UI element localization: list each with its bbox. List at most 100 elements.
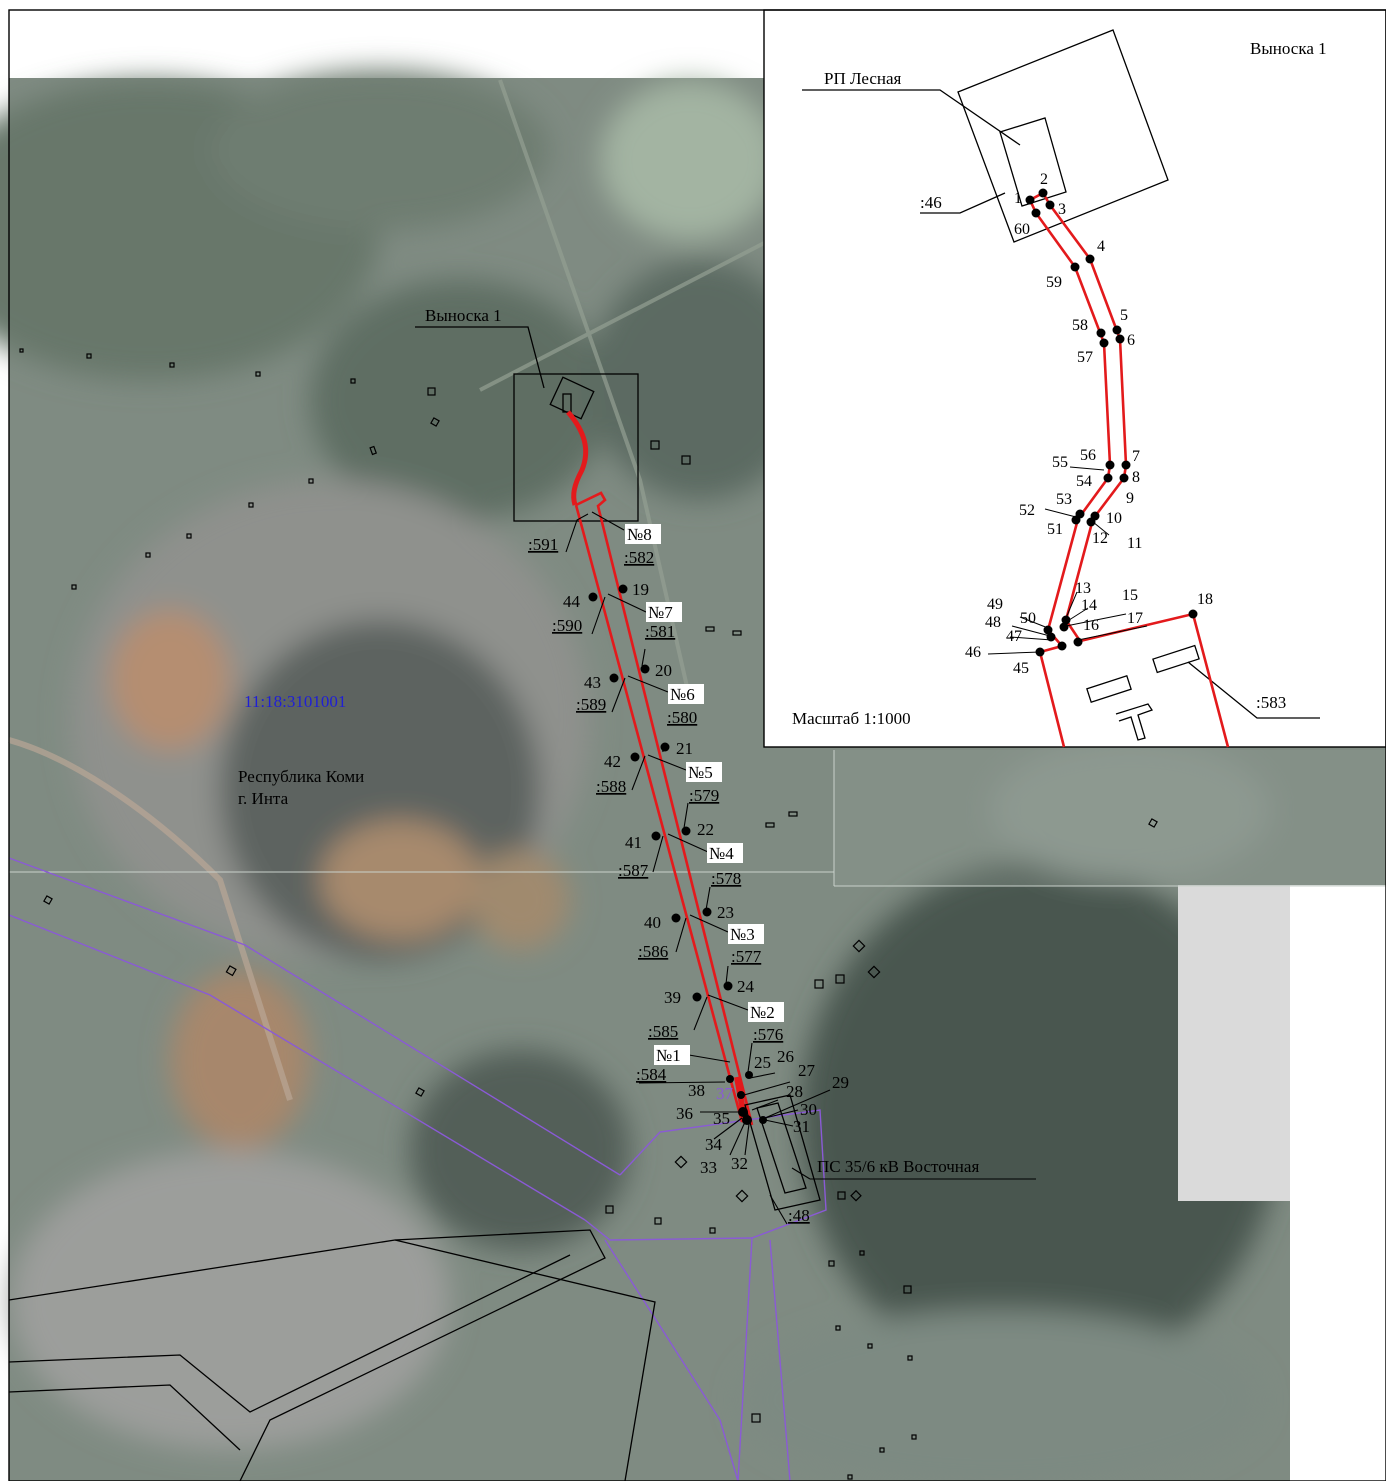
parcel-587: :587: [618, 861, 649, 880]
point-37: 37: [716, 1084, 734, 1103]
point-20: 20: [655, 661, 672, 680]
svg-text:16: 16: [1083, 617, 1099, 634]
point-30: 30: [800, 1100, 817, 1119]
point-42: 42: [604, 752, 621, 771]
parcel-582: :582: [624, 548, 654, 567]
svg-text:№8: №8: [627, 525, 652, 544]
point-33: 33: [700, 1158, 717, 1177]
point-43: 43: [584, 673, 601, 692]
svg-text:56: 56: [1080, 447, 1096, 464]
svg-text:9: 9: [1126, 490, 1134, 507]
svg-text:2: 2: [1040, 171, 1048, 188]
parcel-591: :591: [528, 535, 558, 554]
svg-text:59: 59: [1046, 274, 1062, 291]
label-leaders: [565, 511, 1036, 1225]
svg-text:51: 51: [1047, 521, 1063, 538]
parcel-589: :589: [576, 695, 606, 714]
support-labels: №8 №7 №6 №5 №4 №3 №2 №1: [625, 524, 784, 1065]
svg-text:50: 50: [1020, 610, 1036, 627]
support-8: №8: [625, 524, 661, 544]
svg-text:58: 58: [1072, 317, 1088, 334]
point-22: 22: [697, 820, 714, 839]
svg-text:49: 49: [987, 596, 1003, 613]
power-line-route: [566, 410, 754, 1126]
inset-scale: Масштаб 1:1000: [792, 709, 911, 728]
svg-text:13: 13: [1075, 580, 1091, 597]
svg-text:54: 54: [1076, 473, 1092, 490]
callout-label: Выноска 1: [425, 306, 502, 325]
svg-text:45: 45: [1013, 660, 1029, 677]
svg-text:11: 11: [1127, 535, 1142, 552]
main-point-numbers: 19 20 21 22 23 24 25 26 27 28 29 30 31 3…: [563, 580, 849, 1177]
svg-text:48: 48: [985, 614, 1001, 631]
point-34: 34: [705, 1135, 723, 1154]
parcel-585: :585: [648, 1022, 678, 1041]
industrial-parcels: [8, 1229, 656, 1481]
svg-text:№5: №5: [688, 763, 713, 782]
parcel-586: :586: [638, 942, 668, 961]
svg-text:55: 55: [1052, 454, 1068, 471]
point-26: 26: [777, 1047, 794, 1066]
inset-panel: Выноска 1 РП Лесная :46 :583 Масштаб 1:1…: [763, 9, 1386, 748]
inset-parcel-583: :583: [1256, 693, 1286, 712]
support-4: №4: [707, 843, 743, 863]
parcel-576: :576: [753, 1025, 783, 1044]
rp-label: РП Лесная: [824, 69, 902, 88]
city-label: г. Инта: [238, 789, 289, 808]
parcel-labels: :591 :590 :589 :588 :587 :586 :585 :584 …: [528, 535, 810, 1225]
svg-text:4: 4: [1097, 238, 1105, 255]
svg-text:1: 1: [1014, 190, 1022, 207]
svg-text:17: 17: [1127, 610, 1143, 627]
point-27: 27: [798, 1061, 816, 1080]
svg-text:№2: №2: [750, 1003, 775, 1022]
point-25: 25: [754, 1053, 771, 1072]
callout-frame: [415, 326, 639, 522]
point-39: 39: [664, 988, 681, 1007]
point-21: 21: [676, 739, 693, 758]
map-frame: [8, 9, 1386, 1481]
route-points: [588, 584, 767, 1125]
point-38: 38: [688, 1081, 705, 1100]
cadastral-quarter-label: 11:18:3101001: [244, 692, 346, 711]
svg-text:18: 18: [1197, 591, 1213, 608]
inset-point-numbers: 1 2 3 4 5 6 7 8 9 10 11 12 13 14 15 16 1…: [965, 171, 1213, 677]
zone-boundaries: [8, 857, 827, 1481]
svg-text:5: 5: [1120, 307, 1128, 324]
svg-text:№4: №4: [709, 844, 734, 863]
support-3: №3: [728, 924, 764, 944]
point-23: 23: [717, 903, 734, 922]
point-19: 19: [632, 580, 649, 599]
svg-text:7: 7: [1132, 448, 1140, 465]
building-markers: [19, 348, 1158, 1480]
svg-text:46: 46: [965, 644, 981, 661]
svg-text:60: 60: [1014, 221, 1030, 238]
svg-text:47: 47: [1006, 628, 1022, 645]
parcel-584: :584: [636, 1065, 667, 1084]
parcel-590: :590: [552, 616, 582, 635]
svg-text:15: 15: [1122, 587, 1138, 604]
region-label: Республика Коми: [238, 767, 364, 786]
parcel-579: :579: [689, 786, 719, 805]
svg-text:14: 14: [1081, 597, 1097, 614]
point-44: 44: [563, 592, 581, 611]
parcel-581: :581: [645, 622, 675, 641]
inset-parcel-46: :46: [920, 193, 942, 212]
svg-text:№6: №6: [670, 685, 695, 704]
svg-text:3: 3: [1058, 201, 1066, 218]
substation-outline: [744, 1094, 821, 1211]
svg-text:№7: №7: [648, 603, 673, 622]
point-31: 31: [793, 1117, 810, 1136]
support-5: №5: [686, 762, 722, 782]
parcel-577: :577: [731, 947, 762, 966]
parcel-48: :48: [788, 1206, 810, 1225]
parcel-588: :588: [596, 777, 626, 796]
support-6: №6: [668, 684, 704, 704]
parcel-578: :578: [711, 869, 741, 888]
unmapped-area: [1178, 885, 1290, 1201]
point-36: 36: [676, 1104, 693, 1123]
support-2: №2: [748, 1002, 784, 1022]
point-32: 32: [731, 1154, 748, 1173]
svg-text:57: 57: [1077, 349, 1093, 366]
svg-text:8: 8: [1132, 469, 1140, 486]
svg-text:6: 6: [1127, 332, 1135, 349]
